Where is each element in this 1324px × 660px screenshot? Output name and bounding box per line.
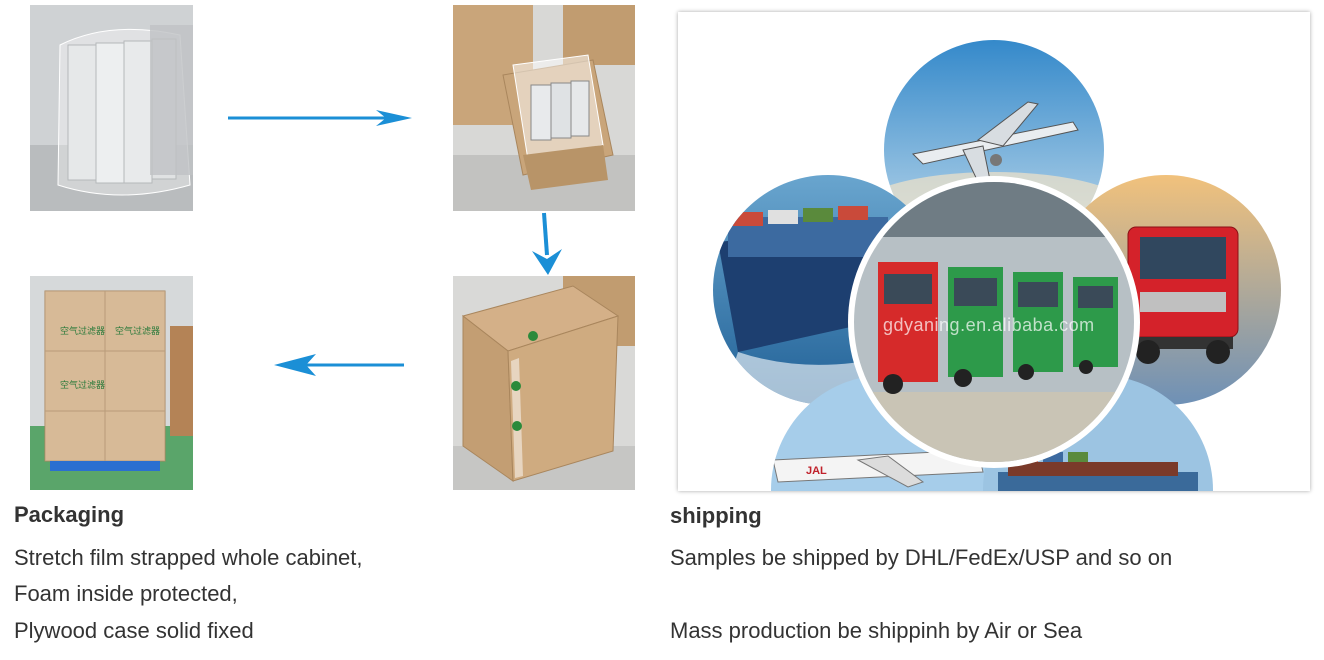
packaging-line-2: Foam inside protected, [14,581,238,606]
shipping-collage: JAL gd [678,12,1310,491]
svg-text:空气过滤器: 空气过滤器 [60,325,105,337]
shipping-line-2: Mass production be shippinh by Air or Se… [670,618,1083,643]
shipping-heading: shipping [670,503,762,528]
svg-text:JAL: JAL [806,465,827,477]
svg-text:空气过滤器: 空气过滤器 [60,379,105,391]
photo-filter-in-box [453,5,635,211]
svg-text:空气过滤器: 空气过滤器 [115,325,160,337]
arrow-left-icon [274,354,404,376]
watermark-text: gdyaning.en.alibaba.com [883,315,1095,335]
packaging-line-3: Plywood case solid fixed [14,618,254,643]
packaging-heading: Packaging [14,502,125,527]
photo-sealed-box [453,276,635,490]
packaging-line-1: Stretch film strapped whole cabinet, [14,545,363,570]
arrow-down-icon [532,212,562,275]
photo-boxes-on-pallet: 空气过滤器 空气过滤器 空气过滤器 [30,276,193,490]
truck-fleet-image [854,182,1134,462]
arrow-right-icon [228,110,412,126]
shipping-line-1: Samples be shipped by DHL/FedEx/USP and … [670,545,1173,570]
photo-filters-wrapped [30,5,193,211]
